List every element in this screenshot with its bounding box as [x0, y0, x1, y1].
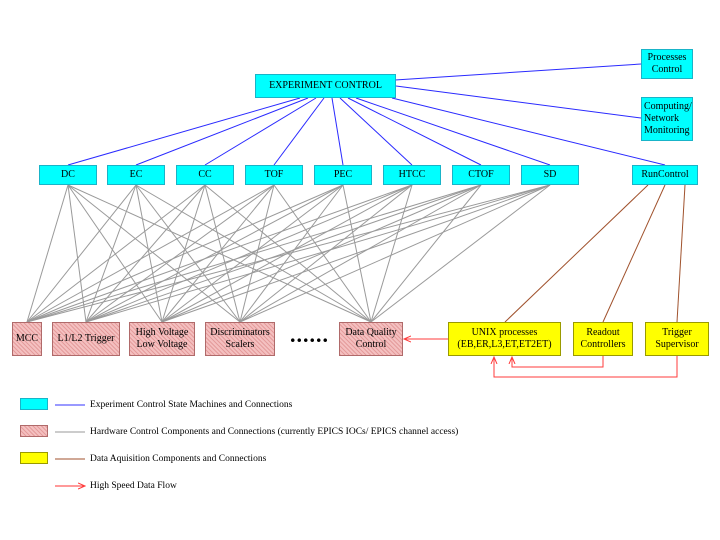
hardware-connection-4-3 [239, 184, 344, 323]
control-connection-6 [347, 97, 482, 166]
data-flow-readout-to-unix [512, 356, 604, 368]
control-connection-4 [331, 97, 344, 166]
readout-controllers-node: Readout Controllers [573, 322, 633, 356]
discriminators-node: Discriminators Scalers [205, 322, 275, 356]
subsystem-dc-node: DC [39, 165, 97, 185]
experiment-control-node: EXPERIMENT CONTROL [255, 74, 396, 98]
hardware-connection-5-1 [85, 184, 413, 323]
daq-connection-unix [504, 184, 649, 323]
hardware-connection-6-0 [26, 184, 482, 323]
hardware-connection-3-1 [85, 184, 275, 323]
daq-connection-readout [602, 184, 666, 323]
hardware-connection-3-2 [161, 184, 275, 323]
legend-swatch-daq [20, 452, 48, 464]
more-components-ellipsis: ...... [290, 322, 329, 347]
l1l2-trigger-node: L1/L2 Trigger [52, 322, 120, 356]
hardware-connection-5-0 [26, 184, 413, 323]
hardware-connection-6-1 [85, 184, 482, 323]
daq-connection-trigger [676, 184, 686, 323]
control-connection-0 [67, 97, 301, 166]
hardware-connection-5-3 [239, 184, 413, 323]
hardware-connection-1-1 [85, 184, 137, 323]
data-flow-trigger-to-unix [494, 356, 678, 378]
hardware-connection-4-1 [85, 184, 344, 323]
hardware-connection-7-0 [26, 184, 551, 323]
control-connection-processes [394, 63, 642, 81]
subsystem-ec-node: EC [107, 165, 165, 185]
subsystem-pec-node: PEC [314, 165, 372, 185]
hardware-connection-0-3 [67, 184, 241, 323]
subsystem-ctof-node: CTOF [452, 165, 510, 185]
legend-label-data-flow: High Speed Data Flow [90, 481, 177, 491]
control-connection-2 [204, 97, 317, 166]
legend-label-control: Experiment Control State Machines and Co… [90, 400, 293, 410]
subsystem-tof-node: TOF [245, 165, 303, 185]
hardware-connection-2-3 [204, 184, 241, 323]
mcc-node: MCC [12, 322, 42, 356]
unix-processes-node: UNIX processes (EB,ER,L3,ET,ET2ET) [448, 322, 561, 356]
hardware-connection-1-3 [135, 184, 241, 323]
control-connection-3 [273, 97, 325, 166]
hardware-connection-6-2 [161, 184, 482, 323]
hardware-connection-1-0 [26, 184, 137, 323]
legend-label-hardware: Hardware Control Components and Connecti… [90, 427, 459, 437]
hardware-connection-7-2 [161, 184, 551, 323]
hardware-connection-7-3 [239, 184, 551, 323]
control-connection-runcontrol [391, 97, 666, 166]
hardware-connection-5-4 [370, 184, 413, 323]
hardware-connection-3-0 [26, 184, 275, 323]
legend-label-daq: Data Aquisition Components and Connectio… [90, 454, 267, 464]
hardware-connection-1-2 [135, 184, 163, 323]
data-quality-node: Data Quality Control [339, 322, 403, 356]
hardware-connection-7-4 [370, 184, 551, 323]
hardware-connection-6-4 [370, 184, 482, 323]
hardware-connection-7-1 [85, 184, 551, 323]
hardware-connection-4-0 [26, 184, 344, 323]
high-voltage-node: High Voltage Low Voltage [129, 322, 195, 356]
hardware-connection-2-1 [85, 184, 206, 323]
legend-swatch-hardware [20, 425, 48, 437]
control-connection-5 [339, 97, 413, 166]
hardware-connection-3-3 [239, 184, 275, 323]
legend-swatch-control [20, 398, 48, 410]
subsystem-sd-node: SD [521, 165, 579, 185]
trigger-supervisor-node: Trigger Supervisor [645, 322, 709, 356]
subsystem-htcc-node: HTCC [383, 165, 441, 185]
control-connection-computing [395, 85, 642, 119]
run-control-node: RunControl [632, 165, 698, 185]
subsystem-cc-node: CC [176, 165, 234, 185]
hardware-connection-0-1 [67, 184, 87, 323]
hardware-connection-0-2 [67, 184, 163, 323]
hardware-connection-2-0 [26, 184, 206, 323]
hardware-connection-6-3 [239, 184, 482, 323]
hardware-connection-2-2 [161, 184, 206, 323]
hardware-connection-0-0 [26, 184, 69, 323]
processes-control-node: Processes Control [641, 49, 693, 79]
control-connection-7 [355, 97, 551, 166]
computing-monitoring-node: Computing/ Network Monitoring [641, 97, 693, 141]
control-connection-1 [135, 97, 309, 166]
